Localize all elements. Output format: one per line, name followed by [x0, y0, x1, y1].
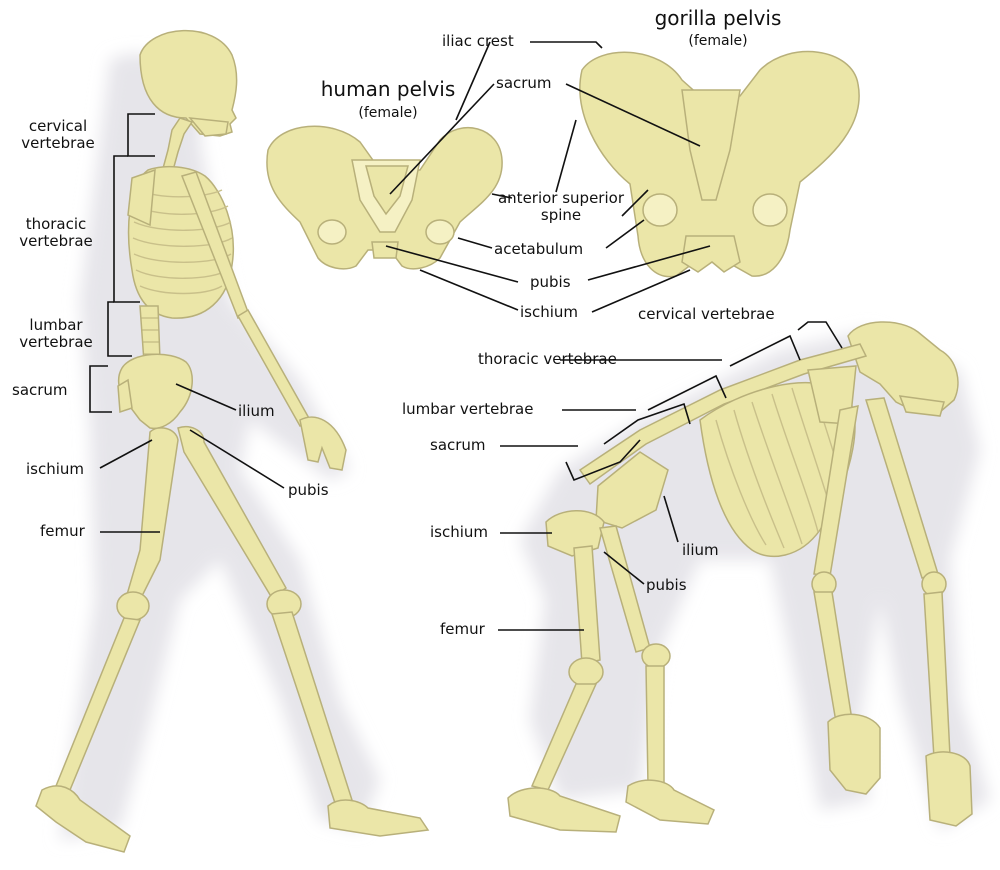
- gorilla-label-femur: femur: [440, 620, 485, 638]
- human-skeleton: [35, 29, 430, 853]
- human-label-thoracic-vertebrae: thoracic vertebrae: [19, 215, 93, 250]
- pelvis-label-ischium: ischium: [520, 303, 579, 321]
- leader-lines: [89, 41, 843, 631]
- pelvis-label-acetabulum: acetabulum: [494, 240, 584, 258]
- human-label-ischium: ischium: [26, 460, 85, 478]
- gorilla-femur: [573, 545, 601, 665]
- human-label-femur: femur: [40, 522, 85, 540]
- gorilla-label-thoracic-vertebrae: thoracic vertebrae: [478, 350, 617, 368]
- human-label-cervical-vertebrae: cervical vertebrae: [21, 117, 95, 152]
- gorilla-pelvis-title: gorilla pelvis: [654, 6, 782, 30]
- gorilla-label-ilium: ilium: [682, 541, 719, 559]
- pelvis-label-iliac-crest: iliac crest: [442, 32, 514, 50]
- human-pelvis-subtitle: (female): [358, 105, 418, 121]
- human-label-lumbar-vertebrae: lumbar vertebrae: [19, 316, 93, 351]
- human-label-pubis: pubis: [288, 481, 329, 499]
- pelvis-label-sacrum: sacrum: [496, 74, 552, 92]
- human-label-sacrum: sacrum: [12, 381, 68, 399]
- pelvis-label-anterior-superior-spine: anterior superior spine: [497, 189, 624, 224]
- gorilla-skeleton: [507, 321, 973, 833]
- human-pelvis-title: human pelvis: [320, 77, 456, 101]
- gorilla-label-cervical-vertebrae: cervical vertebrae: [638, 305, 775, 323]
- pelvis-label-pubis: pubis: [530, 273, 571, 291]
- gorilla-label-ischium: ischium: [430, 523, 489, 541]
- human-skull: [139, 29, 238, 137]
- gorilla-pelvis-illustration: [579, 50, 860, 278]
- human-mandible: [188, 117, 229, 137]
- gorilla-label-lumbar-vertebrae: lumbar vertebrae: [402, 400, 534, 418]
- gorilla-label-sacrum: sacrum: [430, 436, 486, 454]
- human-pelvis-illustration: [266, 125, 503, 270]
- gorilla-pelvis-subtitle: (female): [688, 33, 748, 49]
- human-label-ilium: ilium: [238, 402, 275, 420]
- gorilla-label-pubis: pubis: [646, 576, 687, 594]
